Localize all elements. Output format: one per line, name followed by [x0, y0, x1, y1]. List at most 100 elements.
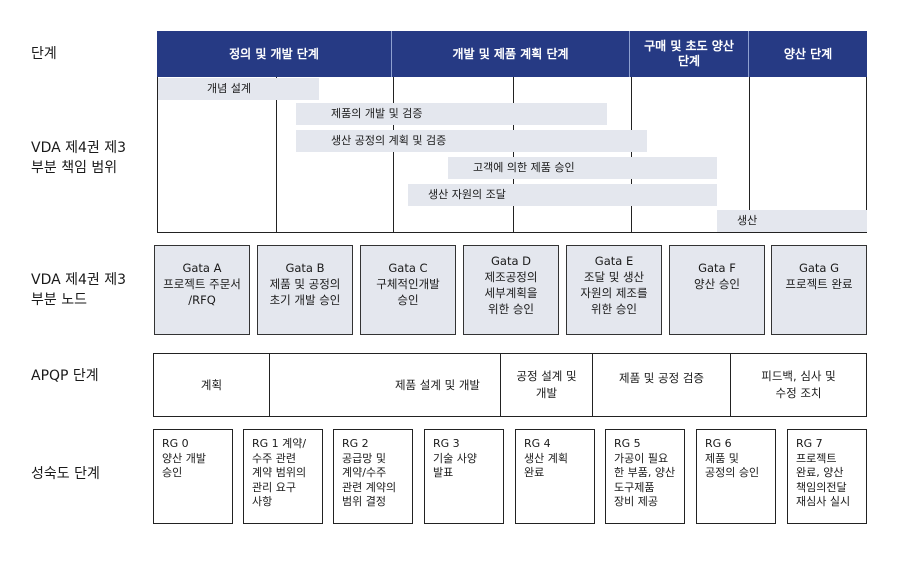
- gate-box: Gata A 프로젝트 주문서 /RFQ: [154, 245, 250, 335]
- apqp-label: 수정 조치: [775, 386, 822, 400]
- phase-label: 양산 단계: [783, 46, 833, 61]
- maturity-box: RG 1 계약/ 수주 관련 계약 범위의 관리 요구 사항: [243, 429, 323, 524]
- phase-label: 단계: [677, 54, 701, 68]
- maturity-label: RG 0: [162, 437, 189, 450]
- maturity-label: 재심사 실시: [796, 495, 851, 508]
- maturity-label: 공급망 및: [342, 451, 386, 465]
- maturity-label: 생산 계획: [524, 451, 568, 465]
- gate-label: Gata G: [798, 261, 840, 275]
- scope-bar: 생산 공정의 계획 및 검증: [296, 130, 647, 152]
- gate-label: 승인: [397, 293, 419, 307]
- apqp-label: 제품 설계 및 개발: [394, 377, 480, 392]
- phase-cell: 양산 단계: [749, 31, 867, 77]
- maturity-label: 프로젝트: [796, 451, 837, 465]
- gate-label: 프로젝트 주문서: [163, 277, 241, 291]
- maturity-label: 사항: [252, 495, 273, 508]
- gate-box: Gata C 구체적인개발 승인: [360, 245, 456, 335]
- apqp-label: 계획: [200, 377, 223, 392]
- maturity-box: RG 5 가공이 필요 한 부품, 양산 도구제품 장비 제공: [605, 429, 685, 524]
- phase-cell: 개발 및 제품 계획 단계: [392, 31, 630, 77]
- scope-bar: 생산: [717, 210, 867, 232]
- maturity-box: RG 3 기술 사양 발표: [424, 429, 504, 524]
- maturity-label: 완료, 양산: [796, 466, 844, 479]
- maturity-label: RG 1 계약/: [252, 437, 307, 450]
- maturity-box: RG 7 프로젝트 완료, 양산 책임의전달 재심사 실시: [787, 429, 867, 524]
- apqp-label: 공정 설계 및: [516, 369, 577, 383]
- gate-label: 제품 및 공정의: [269, 277, 341, 291]
- apqp-cell: 공정 설계 및 개발: [501, 354, 593, 416]
- row-label-apqp: APQP 단계: [31, 368, 99, 384]
- maturity-box: RG 0 양산 개발 승인: [153, 429, 233, 524]
- row-label-scope: VDA 제4권 제3 부분 책임 범위: [31, 138, 126, 178]
- scope-area: 개념 설계 제품의 개발 및 검증 생산 공정의 계획 및 검증 고객에 의한 …: [157, 77, 867, 233]
- scope-bar: 개념 설계: [158, 78, 319, 100]
- gate-label: Gata D: [490, 254, 532, 268]
- gate-label: 구체적인개발: [376, 277, 440, 291]
- row-label-stage: 단계: [31, 46, 57, 62]
- gate-label: 조달 및 생산: [583, 270, 645, 284]
- maturity-label: RG 5: [614, 437, 641, 450]
- gate-box: Gata F 양산 승인: [669, 245, 765, 335]
- gate-label: 양산 승인: [694, 277, 740, 291]
- apqp-cell: 제품 설계 및 개발: [270, 354, 501, 416]
- maturity-box: RG 4 생산 계획 완료: [515, 429, 595, 524]
- apqp-row: 계획 제품 설계 및 개발 공정 설계 및 개발 제품 및 공정 검증 피드백,…: [153, 353, 867, 417]
- scope-bar: 고객에 의한 제품 승인: [448, 157, 717, 179]
- phase-label: 개발 및 제품 계획 단계: [452, 46, 569, 61]
- row-label-scope-line: VDA 제4권 제3: [31, 140, 127, 156]
- maturity-label: 발표: [433, 466, 454, 479]
- gridline: [631, 77, 632, 232]
- gate-label: 세부계획을: [484, 286, 538, 300]
- maturity-label: 계약 범위의: [252, 466, 307, 479]
- gate-label: 제조공정의: [484, 270, 538, 284]
- gate-box: Gata E 조달 및 생산 자원의 제조를 위한 승인: [566, 245, 662, 335]
- maturity-label: 장비 제공: [614, 495, 658, 508]
- apqp-label: 피드백, 심사 및: [761, 369, 836, 383]
- maturity-label: RG 4: [524, 437, 551, 450]
- gate-label: 자원의 제조를: [580, 286, 648, 300]
- gate-label: Gata C: [388, 261, 428, 275]
- maturity-label: 양산 개발: [162, 451, 206, 465]
- gridline: [749, 77, 750, 232]
- maturity-label: 완료: [524, 466, 545, 479]
- gate-box: Gata G 프로젝트 완료: [771, 245, 867, 335]
- maturity-label: RG 7: [796, 437, 823, 450]
- apqp-label: 개발: [535, 386, 558, 400]
- scope-bar: 제품의 개발 및 검증: [296, 103, 607, 125]
- gate-label: 초기 개발 승인: [269, 293, 341, 307]
- maturity-label: 도구제품: [614, 480, 655, 494]
- maturity-label: 제품 및: [705, 451, 739, 465]
- maturity-label: 공정의 승인: [705, 466, 760, 479]
- maturity-label: 가공이 필요: [614, 451, 669, 465]
- gate-label: /RFQ: [188, 293, 216, 307]
- apqp-cell: 계획: [154, 354, 270, 416]
- maturity-label: 관련 계약의: [342, 480, 397, 494]
- phase-label: 정의 및 개발 단계: [229, 46, 319, 61]
- gate-label: 위한 승인: [591, 302, 637, 316]
- phase-cell: 정의 및 개발 단계: [157, 31, 392, 77]
- row-label-scope-line: 부분 책임 범위: [31, 160, 118, 176]
- gate-box: Gata D 제조공정의 세부계획을 위한 승인: [463, 245, 559, 335]
- gate-box: Gata B 제품 및 공정의 초기 개발 승인: [257, 245, 353, 335]
- maturity-label: 기술 사양: [433, 451, 477, 465]
- maturity-label: RG 6: [705, 437, 732, 450]
- gridline: [276, 77, 277, 232]
- maturity-label: RG 3: [433, 437, 460, 450]
- maturity-label: 계약/수주: [342, 466, 387, 479]
- maturity-box: RG 6 제품 및 공정의 승인: [696, 429, 776, 524]
- phase-label: 구매 및 초도 양산: [644, 39, 734, 53]
- phase-header: 정의 및 개발 단계 개발 및 제품 계획 단계 구매 및 초도 양산 단계 양…: [157, 31, 867, 77]
- gridline: [393, 77, 394, 232]
- gate-label: 위한 승인: [488, 302, 534, 316]
- apqp-cell: 피드백, 심사 및 수정 조치: [731, 354, 866, 416]
- maturity-label: 승인: [162, 466, 183, 479]
- row-label-nodes-line: VDA 제4권 제3: [31, 272, 127, 288]
- row-label-nodes-line: 부분 노드: [31, 292, 87, 308]
- apqp-label: 제품 및 공정 검증: [618, 371, 705, 385]
- row-label-maturity: 성숙도 단계: [31, 466, 100, 482]
- row-label-nodes: VDA 제4권 제3 부분 노드: [31, 270, 126, 310]
- maturity-box: RG 2 공급망 및 계약/수주 관련 계약의 범위 결정: [333, 429, 413, 524]
- maturity-label: 책임의전달: [796, 480, 847, 494]
- maturity-label: 관리 요구: [252, 480, 296, 494]
- gate-label: Gata E: [594, 254, 634, 268]
